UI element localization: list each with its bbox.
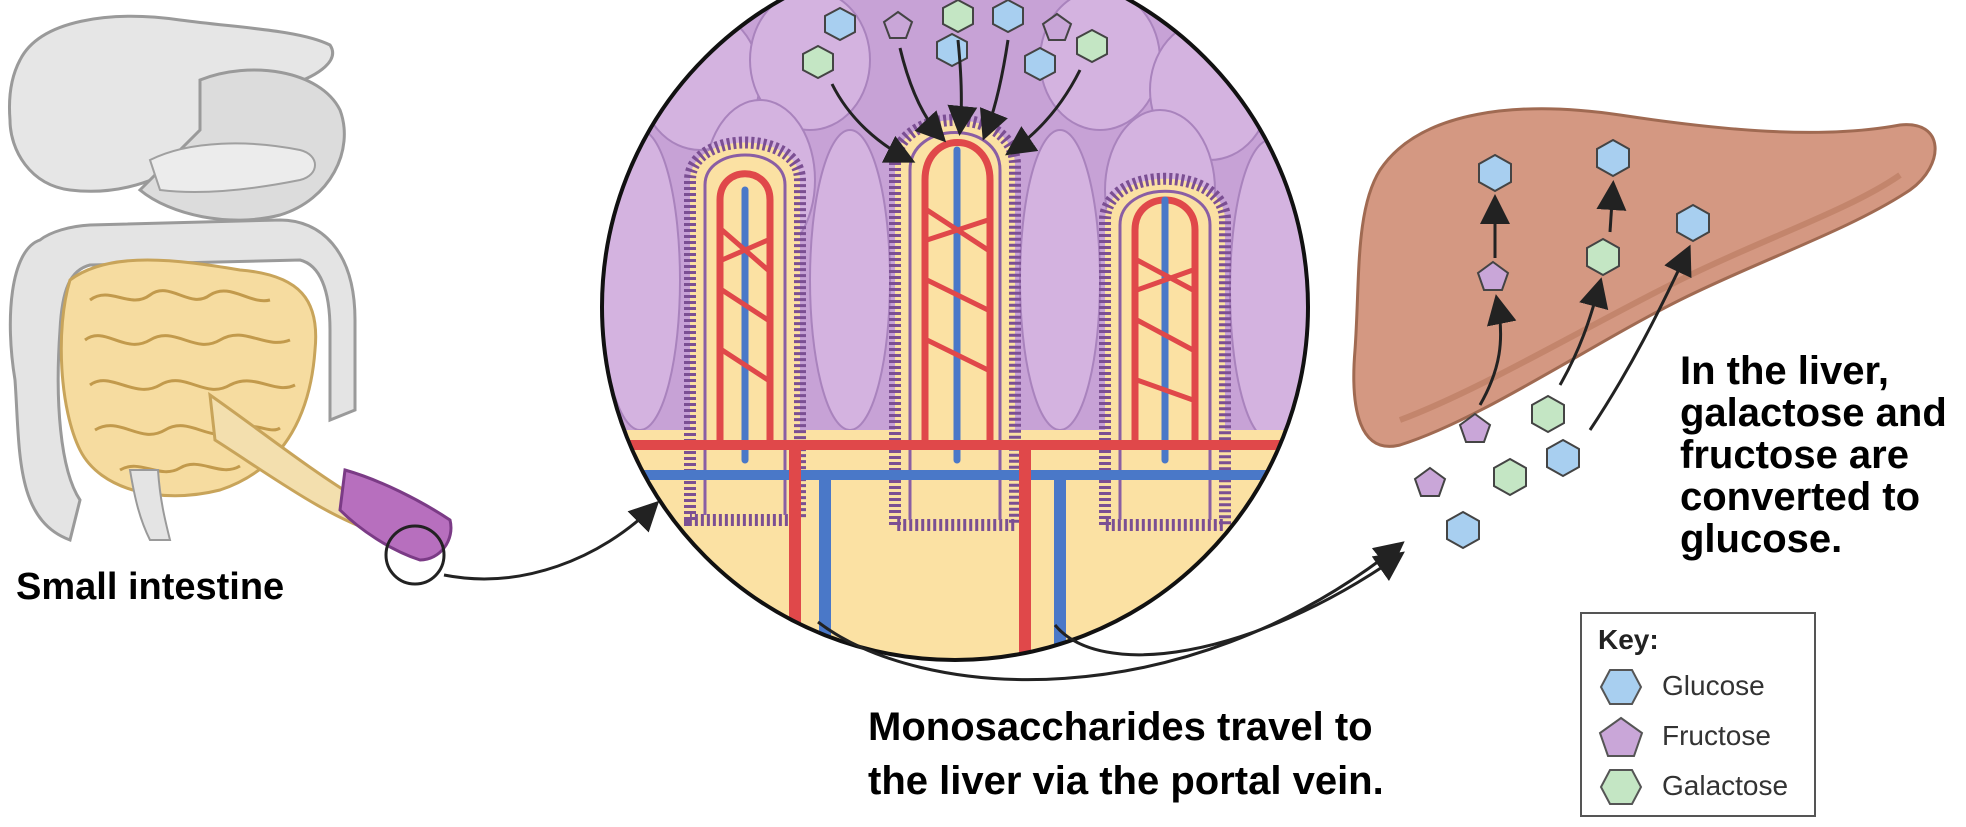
intestine-segment-cut (340, 470, 451, 560)
liver-caption-line-3: fructose are (1680, 434, 1947, 476)
digestive-system-illustration (9, 16, 450, 584)
liver-caption-line-5: glucose. (1680, 518, 1947, 560)
key-legend: Key: Glucose Fructose Galactose (1580, 612, 1816, 817)
arrow-to-villi (444, 505, 655, 579)
key-row-fructose: Fructose (1596, 714, 1806, 760)
portal-vein-caption: Monosaccharides travel to the liver via … (868, 700, 1384, 808)
key-label-glucose: Glucose (1662, 670, 1765, 702)
key-row-glucose: Glucose (1596, 664, 1806, 710)
liver-caption: In the liver, galactose and fructose are… (1680, 350, 1947, 560)
fructose-pentagon-icon (1596, 714, 1646, 760)
key-label-fructose: Fructose (1662, 720, 1771, 752)
portal-caption-line-2: the liver via the portal vein. (868, 754, 1384, 808)
key-row-galactose: Galactose (1596, 764, 1806, 810)
key-title: Key: (1598, 624, 1659, 656)
liver-caption-line-1: In the liver, (1680, 350, 1947, 392)
galactose-hexagon-icon (1596, 764, 1646, 810)
liver-caption-line-2: galactose and (1680, 392, 1947, 434)
key-label-galactose: Galactose (1662, 770, 1788, 802)
portal-caption-line-1: Monosaccharides travel to (868, 700, 1384, 754)
liver-caption-line-4: converted to (1680, 476, 1947, 518)
small-intestine-label: Small intestine (16, 566, 284, 609)
glucose-hexagon-icon (1596, 664, 1646, 710)
villi-magnified-view (600, 0, 1320, 690)
